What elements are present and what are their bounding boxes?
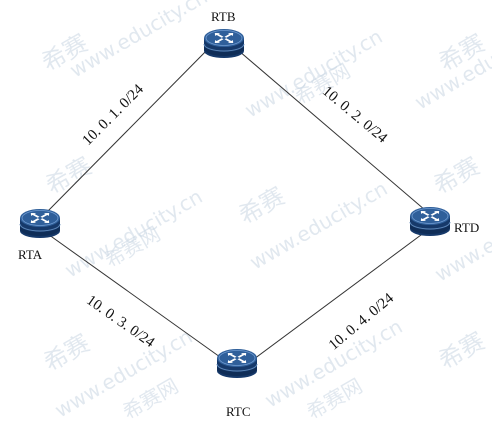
arrow-glyph	[420, 216, 430, 222]
arrow-glyph	[30, 218, 40, 224]
arrow-glyph	[237, 358, 247, 364]
watermark-brand: 希赛	[434, 327, 490, 375]
router-label-rta: RTA	[18, 247, 43, 262]
router-label-rtb: RTB	[211, 9, 236, 24]
router-rta[interactable]	[19, 209, 61, 238]
network-label-bd: 10. 0. 2. 0/24	[319, 83, 390, 146]
router-icon	[19, 209, 61, 238]
arrow-glyph	[214, 32, 224, 38]
link-rtb-rtd	[231, 44, 426, 211]
router-arrows	[30, 212, 50, 224]
arrow-glyph	[214, 38, 224, 44]
link-rtc-rtd	[249, 231, 426, 363]
watermark-brand: 希赛	[234, 182, 290, 230]
arrow-glyph	[224, 38, 234, 44]
network-label-ac: 10. 0. 3. 0/24	[83, 292, 157, 351]
watermark-site: www.educity.cn	[431, 188, 492, 286]
arrow-glyph	[224, 32, 234, 38]
router-rtb[interactable]	[203, 29, 245, 58]
router-arrows	[227, 352, 247, 364]
router-arrows	[214, 32, 234, 44]
arrow-glyph	[430, 216, 440, 222]
arrow-glyph	[40, 212, 50, 218]
links-layer	[44, 42, 426, 363]
router-icon	[216, 349, 258, 378]
router-label-rtc: RTC	[226, 404, 251, 419]
network-label-ab: 10. 0. 1. 0/24	[80, 81, 148, 149]
router-icon	[409, 207, 451, 236]
router-arrows	[420, 210, 440, 222]
watermark-brand: 希赛	[41, 152, 97, 200]
arrow-glyph	[237, 352, 247, 358]
router-rtc[interactable]	[216, 349, 258, 378]
router-label-rtd: RTD	[454, 220, 479, 235]
link-rta-rtb	[44, 42, 215, 215]
arrow-glyph	[40, 218, 50, 224]
watermark-brand: 希赛	[429, 152, 485, 200]
router-rtd[interactable]	[409, 207, 451, 236]
router-icon	[203, 29, 245, 58]
watermark-site: www.educity.cn	[241, 24, 387, 122]
arrow-glyph	[430, 210, 440, 216]
arrow-glyph	[420, 210, 430, 216]
arrow-glyph	[227, 358, 237, 364]
arrow-glyph	[227, 352, 237, 358]
watermark-site: www.educity.cn	[66, 0, 212, 82]
watermark-brand: 希赛	[39, 329, 95, 377]
arrow-glyph	[30, 212, 40, 218]
link-rta-rtc	[44, 231, 228, 363]
